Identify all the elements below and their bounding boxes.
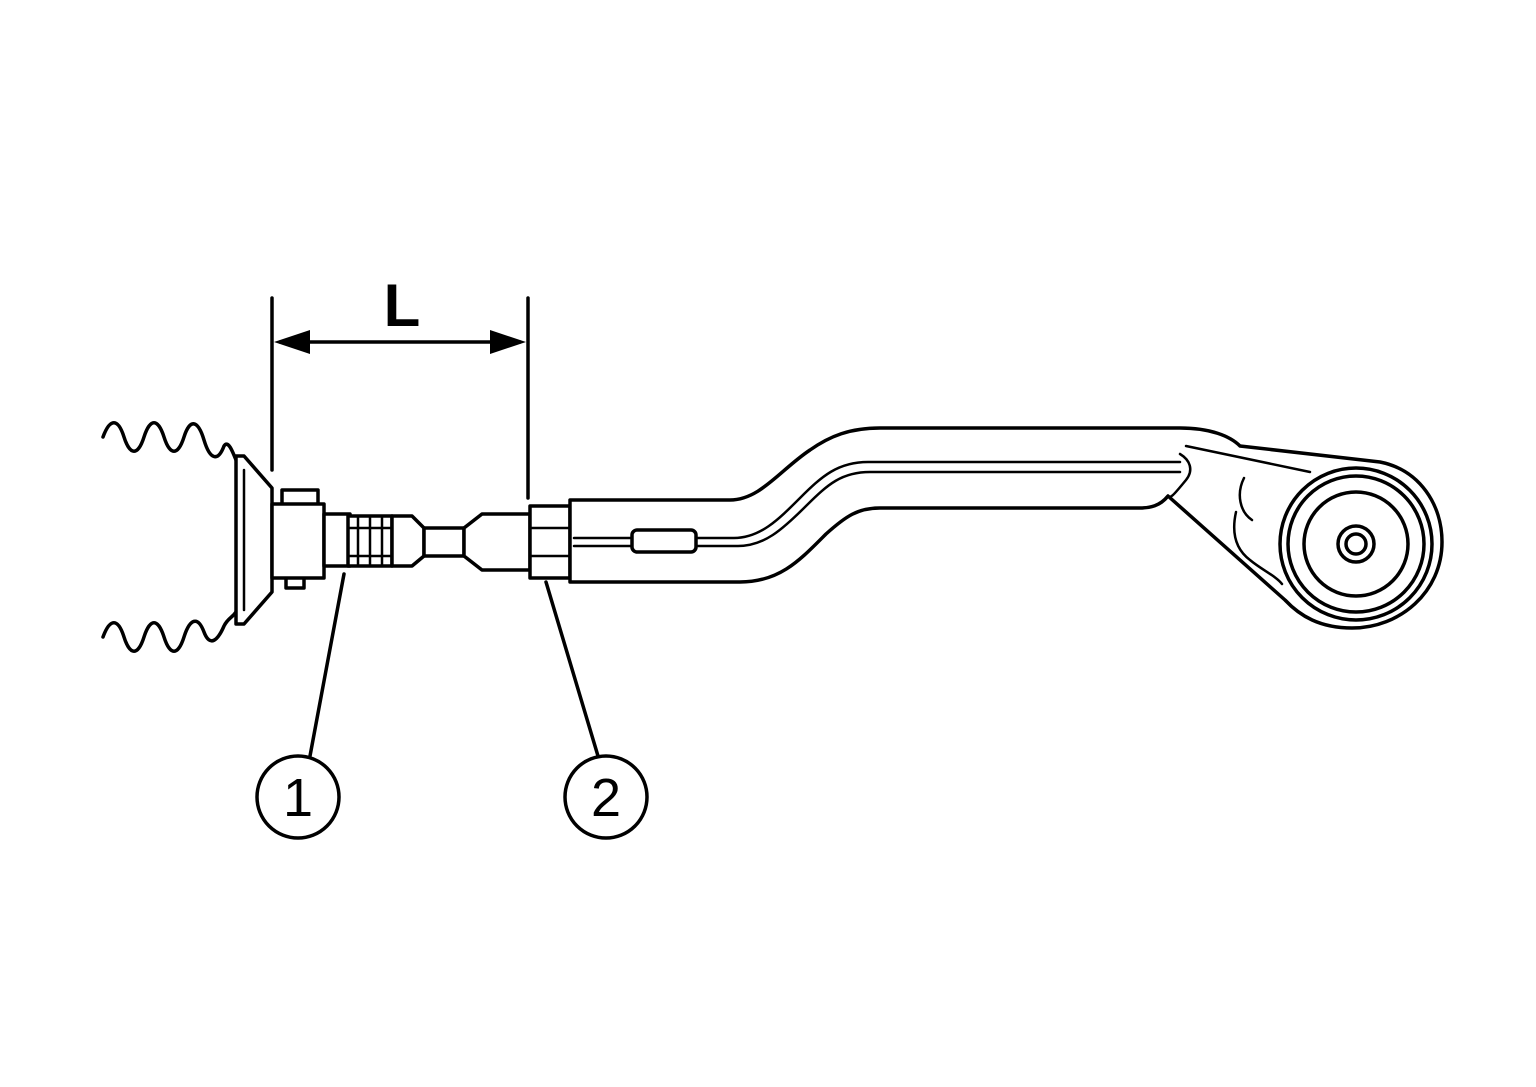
ball-joint-mid-ring bbox=[1286, 474, 1426, 614]
callout-1-leader bbox=[308, 572, 346, 758]
boot-wave-upper bbox=[101, 421, 238, 462]
ball-joint-web-4 bbox=[1238, 476, 1254, 522]
lock-nut bbox=[528, 504, 572, 580]
ball-joint-inner-ring bbox=[1302, 490, 1410, 598]
outer-tie-rod-groove-lower bbox=[572, 470, 1182, 548]
inner-tie-rod-housing bbox=[270, 502, 326, 580]
outer-tie-rod-slot bbox=[630, 528, 698, 554]
callout-1-circle bbox=[255, 754, 341, 840]
outer-tie-rod-groove-upper bbox=[572, 460, 1182, 540]
dimension-arrow-left bbox=[274, 330, 310, 354]
callout-1-number: 1 bbox=[283, 768, 313, 828]
inner-tie-rod-shaft bbox=[422, 526, 466, 558]
dimension-label: L bbox=[384, 272, 421, 339]
ball-joint-stud-outer bbox=[1336, 524, 1376, 564]
ball-joint-web-3 bbox=[1233, 510, 1284, 586]
inner-tie-rod-taper bbox=[390, 514, 426, 568]
rack-end-flange bbox=[234, 454, 274, 626]
callout-2-circle bbox=[563, 754, 649, 840]
shaft-to-threads bbox=[462, 512, 532, 572]
inner-tie-rod-neck bbox=[322, 512, 352, 568]
callout-2-leader bbox=[544, 580, 600, 758]
boot-wave-lower bbox=[101, 610, 238, 653]
callout-2-number: 2 bbox=[591, 768, 621, 828]
ball-joint-web-2 bbox=[1184, 444, 1312, 474]
dimension-arrow-right bbox=[490, 330, 526, 354]
ball-joint-web bbox=[1166, 452, 1192, 499]
outer-tie-rod-body bbox=[568, 426, 1444, 630]
ball-joint-stud-inner bbox=[1344, 532, 1368, 556]
